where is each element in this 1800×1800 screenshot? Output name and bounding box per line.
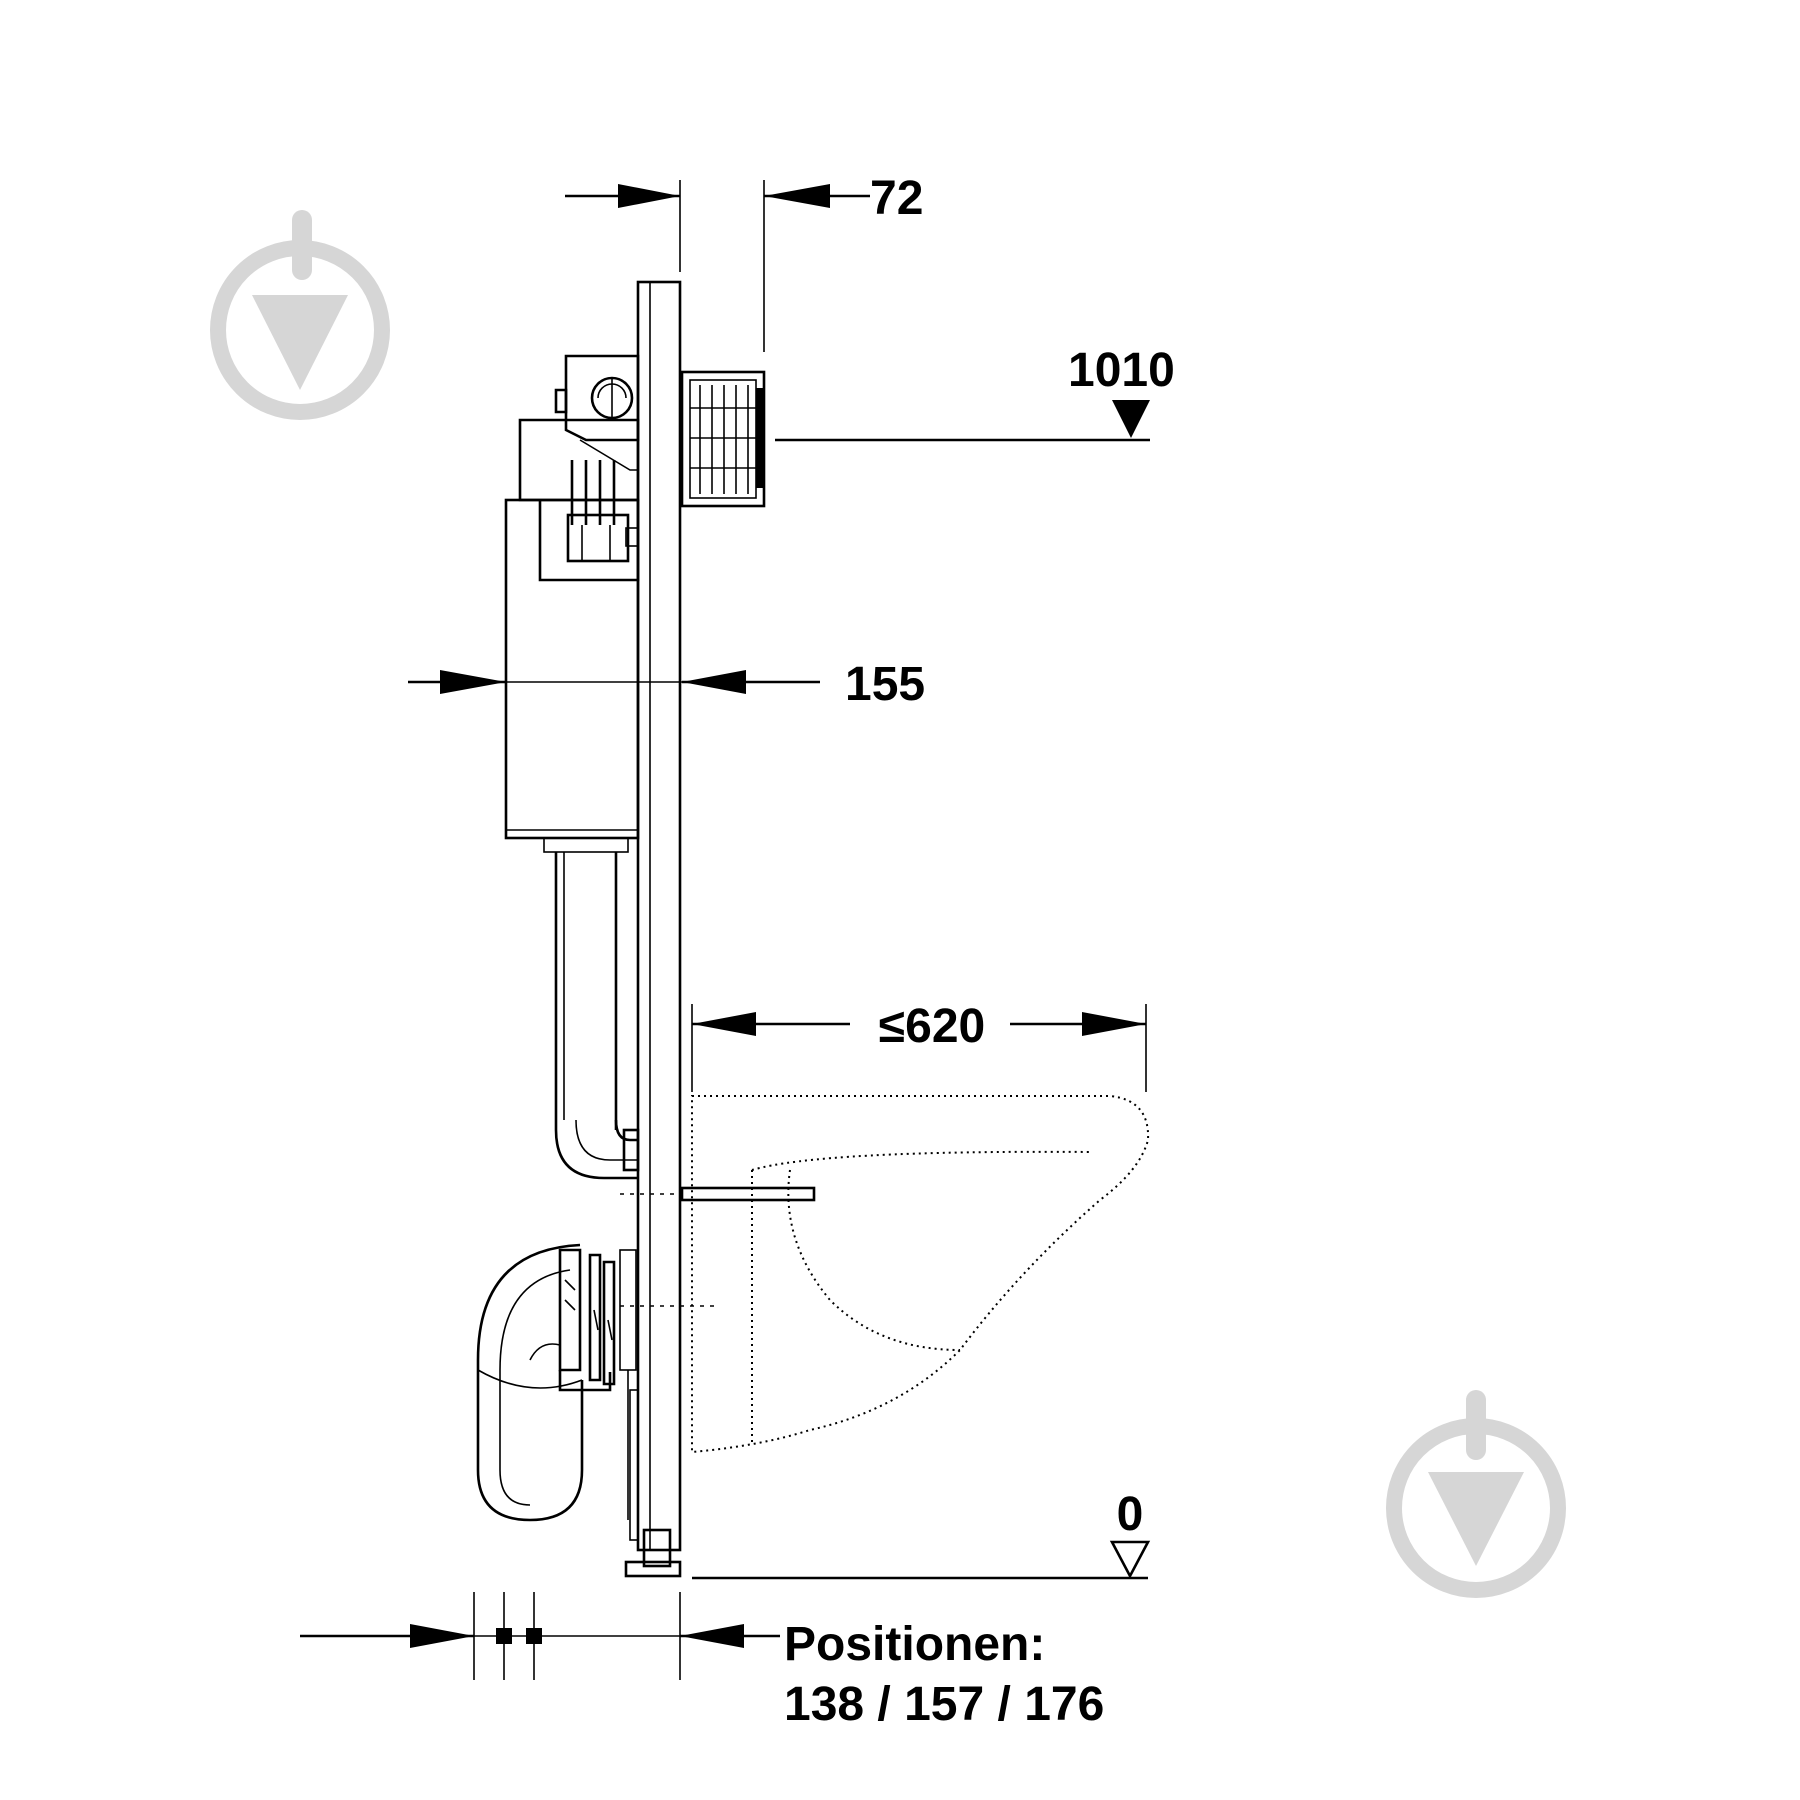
floor-level-label: 0 [1117,1488,1144,1541]
cistern-body [504,498,640,840]
dimension-155-label: 155 [845,658,925,711]
drain-elbow [476,1243,639,1541]
watermark-top-left-icon [210,210,390,420]
dimension-620: ≤620 [691,1000,1147,1092]
dimension-72-label: 72 [870,172,923,225]
dimension-72: 72 [565,172,923,352]
floor-level: 0 [692,1488,1151,1580]
dimension-155: 155 [408,658,925,711]
cistern-valve [518,354,640,582]
dimension-1010-label: 1010 [1068,344,1175,397]
dimension-620-label: ≤620 [879,1000,985,1053]
dimension-positions: Positionen: 138 / 157 / 176 [300,1592,1104,1731]
toilet-bowl [691,1095,1150,1454]
triangle-down-outline-icon [1109,1540,1151,1579]
dimension-1010: 1010 [775,344,1175,442]
triangle-down-icon [1112,400,1150,438]
mounting-bolts [620,1186,816,1307]
flush-pipe [543,837,640,1180]
flush-plate [680,370,766,508]
installation-frame [624,280,682,1578]
positions-values: 138 / 157 / 176 [784,1678,1104,1731]
positions-label: Positionen: [784,1618,1045,1671]
watermark-bottom-right-icon [1386,1390,1566,1598]
